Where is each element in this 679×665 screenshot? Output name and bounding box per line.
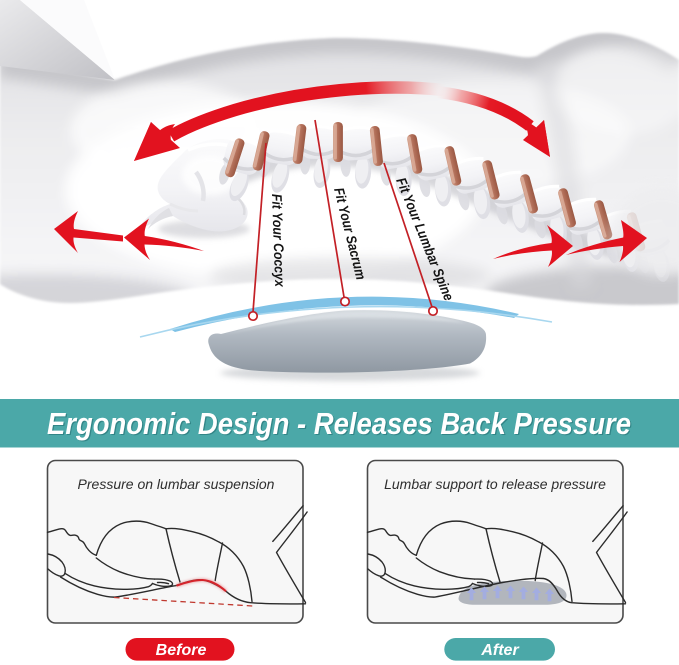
svg-text:After: After: [480, 642, 519, 659]
svg-text:Lumbar support to release pres: Lumbar support to release pressure: [384, 476, 606, 492]
svg-text:Before: Before: [156, 642, 207, 659]
svg-text:Pressure on lumbar suspension: Pressure on lumbar suspension: [78, 476, 275, 492]
svg-text:Fit Your Coccyx: Fit Your Coccyx: [269, 194, 288, 288]
svg-text:Ergonomic Design - Releases Ba: Ergonomic Design - Releases Back Pressur…: [48, 409, 632, 443]
svg-text:Ergonomic Design - Releases Ba: Ergonomic Design - Releases Back Pressur…: [47, 408, 631, 442]
